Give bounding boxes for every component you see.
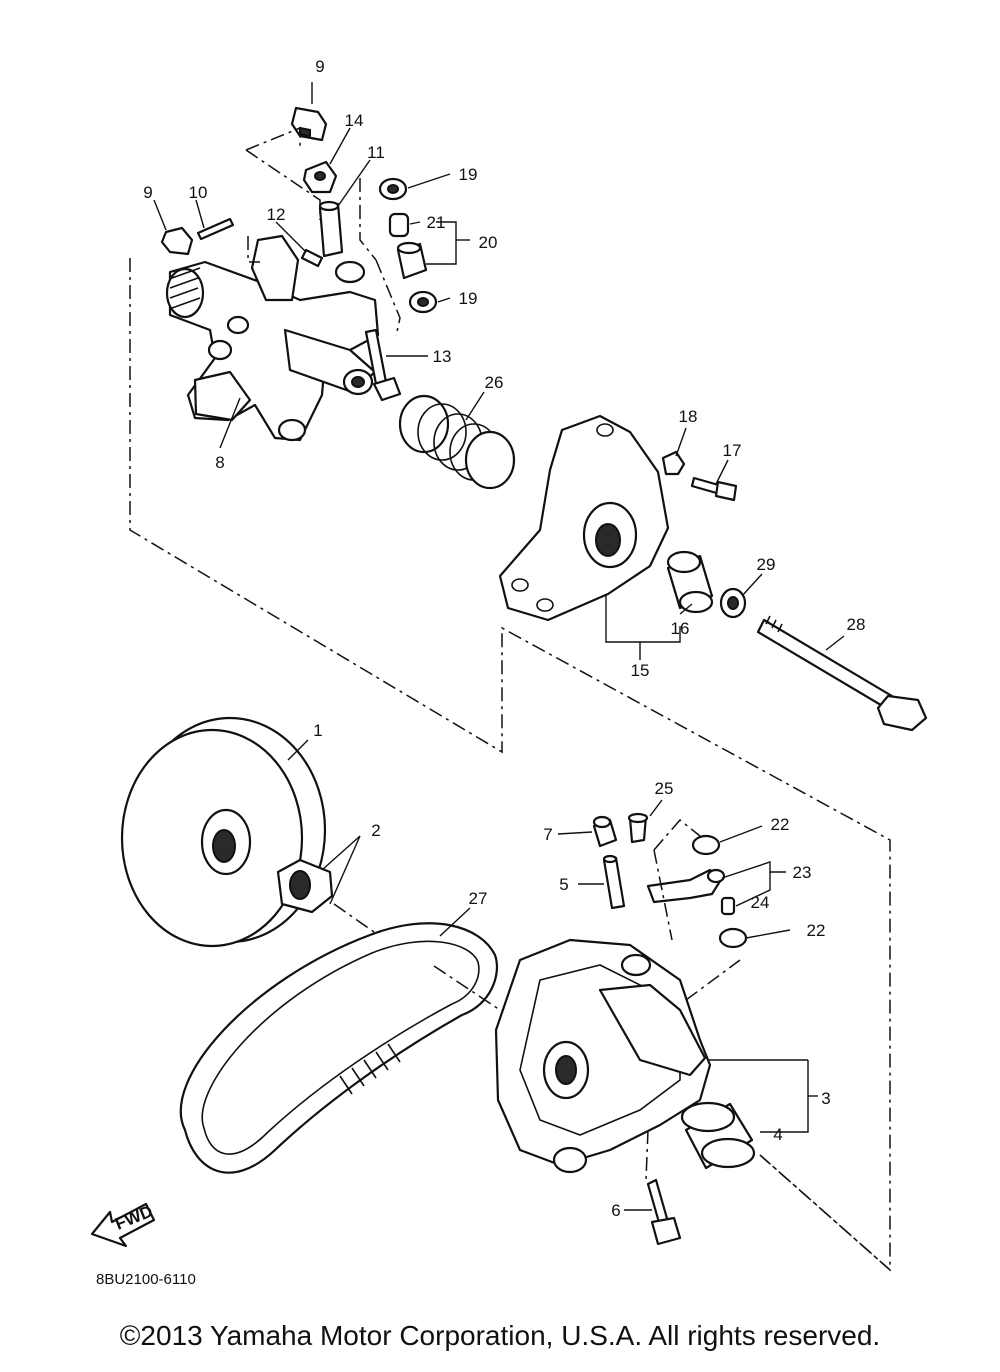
part-5-shaft	[602, 854, 626, 910]
callout-3: 3	[821, 1089, 830, 1108]
part-26-spring	[398, 394, 516, 490]
callout-21: 21	[427, 213, 446, 232]
part-24-collar	[720, 896, 736, 916]
callout-12: 12	[267, 205, 286, 224]
callout-26: 26	[485, 373, 504, 392]
callout-29: 29	[757, 555, 776, 574]
part-22-washer-upper	[691, 834, 721, 856]
diagram-code: 8BU2100-6110	[96, 1271, 196, 1288]
callout-22-upper: 22	[771, 815, 790, 834]
callout-13: 13	[433, 347, 452, 366]
callout-1: 1	[313, 721, 322, 740]
callout-16: 16	[671, 619, 690, 638]
callout-4: 4	[773, 1125, 782, 1144]
callout-19-lower: 19	[459, 289, 478, 308]
part-29-lock-washer	[719, 587, 747, 619]
callout-9-lower: 9	[143, 183, 152, 202]
leader-lines	[153, 82, 891, 1271]
callout-8: 8	[215, 453, 224, 472]
part-11-collar	[318, 200, 344, 258]
copyright-notice: ©2013 Yamaha Motor Corporation, U.S.A. A…	[119, 1320, 881, 1351]
callout-17: 17	[723, 441, 742, 460]
part-6-bolt	[646, 1178, 682, 1246]
part-3-sliding-sheave	[494, 938, 712, 1174]
part-12-roller	[300, 248, 324, 268]
callout-10: 10	[189, 183, 208, 202]
part-15-cover-assembly	[498, 414, 670, 622]
part-16-bushing	[666, 550, 714, 614]
callout-2: 2	[371, 821, 380, 840]
part-1-fixed-sheave	[120, 716, 327, 948]
part-13-bolt	[364, 328, 402, 402]
callout-22-lower: 22	[807, 921, 826, 940]
part-19-washer-lower	[408, 290, 438, 314]
part-21-collar	[388, 212, 410, 238]
part-7-grease-nipple	[592, 815, 618, 848]
part-9-slider-lower	[160, 226, 194, 256]
callout-14: 14	[345, 111, 364, 130]
part-18-nut	[661, 450, 686, 476]
part-9-slider-upper	[290, 106, 328, 142]
part-23-arm	[646, 868, 726, 904]
callout-23: 23	[793, 863, 812, 882]
callout-25: 25	[655, 779, 674, 798]
part-19-washer-upper	[378, 177, 408, 201]
callout-27: 27	[469, 889, 488, 908]
part-25-pin	[627, 812, 649, 844]
callout-24: 24	[751, 893, 770, 912]
part-27-v-belt	[179, 922, 499, 1174]
callout-18: 18	[679, 407, 698, 426]
callout-28: 28	[847, 615, 866, 634]
part-8-spider-assembly	[165, 234, 380, 442]
callout-5: 5	[559, 875, 568, 894]
callout-6: 6	[611, 1201, 620, 1220]
callout-7: 7	[543, 825, 552, 844]
fwd-arrow-icon: FWD	[90, 1202, 155, 1248]
part-22-washer-lower	[718, 927, 748, 949]
callout-labels: 9 14 11 19 9 10 12 21 20 19 13 26 8 18 1…	[143, 57, 865, 1220]
part-10-pin	[196, 217, 235, 241]
callout-9-upper: 9	[315, 57, 324, 76]
callout-20: 20	[479, 233, 498, 252]
callout-15: 15	[631, 661, 650, 680]
part-17-bolt	[690, 476, 738, 502]
part-14-nut	[302, 160, 338, 194]
callout-19-upper: 19	[459, 165, 478, 184]
part-4-bushing	[680, 1101, 756, 1170]
part-2-cam	[276, 858, 334, 914]
part-20-roller-assembly	[396, 241, 428, 280]
callout-11: 11	[367, 143, 385, 162]
part-28-bolt	[756, 615, 928, 732]
